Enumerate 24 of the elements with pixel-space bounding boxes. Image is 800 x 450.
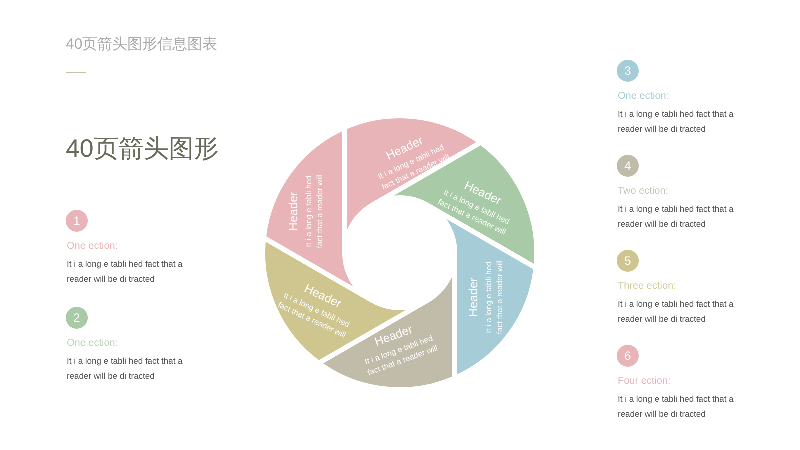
number-badge: 5 xyxy=(617,250,639,272)
segment-text: It i a long e tabli hed fact that a reader will xyxy=(304,174,326,250)
heading: 40页箭头图形 xyxy=(66,134,219,165)
number-badge: 4 xyxy=(617,155,639,177)
section-text: It i a long e tabli hed fact that a reader will be di tracted xyxy=(618,298,735,326)
section-heading: Four ection: xyxy=(618,376,671,387)
section-heading: One ection: xyxy=(67,241,118,252)
number-badge: 6 xyxy=(617,345,639,367)
number-badge: 2 xyxy=(66,307,88,329)
section-heading: Three ection: xyxy=(618,281,676,292)
section-text: It i a long e tabli hed fact that a reader will be di tracted xyxy=(618,203,735,231)
number-badge: 1 xyxy=(66,210,88,232)
number-badge: 3 xyxy=(617,60,639,82)
section-text: It i a long e tabli hed fact that a reader will be di tracted xyxy=(67,355,184,383)
section-heading: One ection: xyxy=(67,338,118,349)
section-text: It i a long e tabli hed fact that a reader will be di tracted xyxy=(67,258,184,286)
section-text: It i a long e tabli hed fact that a reader will be di tracted xyxy=(618,108,735,136)
page-title: 40页箭头图形信息图表 xyxy=(66,35,218,54)
section-heading: Two ection: xyxy=(618,186,669,197)
segment-text: It i a long e tabli hed fact that a reader will xyxy=(484,260,506,336)
segment-header: Header xyxy=(466,278,480,318)
segment-header: Header xyxy=(286,192,300,232)
section-heading: One ection: xyxy=(618,91,670,102)
section-text: It i a long e tabli hed fact that a reader will be di tracted xyxy=(618,393,735,421)
